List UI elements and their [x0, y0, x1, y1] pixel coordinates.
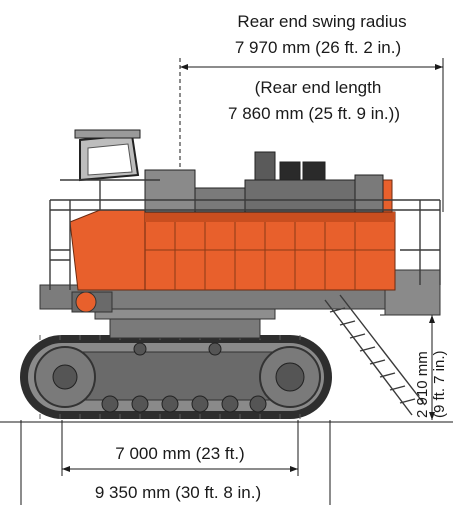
rear-end-length-value: 7 860 mm (25 ft. 9 in.))	[228, 104, 400, 123]
exhaust-stack	[254, 151, 276, 183]
operator-cab	[74, 129, 196, 213]
track-rollers	[101, 342, 267, 413]
front-housing	[69, 209, 146, 291]
overall-length-label: 9 350 mm (30 ft. 8 in.)	[94, 483, 262, 502]
crawler-track	[20, 335, 332, 419]
center-frame	[109, 317, 261, 339]
handrails	[49, 179, 441, 290]
access-stairs	[324, 294, 426, 416]
top-equipment	[194, 151, 384, 213]
pivot-boss	[75, 291, 97, 313]
rear-end-length-label: (Rear end length	[254, 78, 382, 97]
swing-bearing	[94, 304, 276, 339]
rear-swing-radius-label: Rear end swing radius	[237, 12, 407, 31]
rear-swing-radius-value: 7 970 mm (26 ft. 2 in.)	[234, 38, 402, 57]
arrow-heads	[62, 64, 443, 472]
track-side-frame	[69, 351, 281, 401]
cab-window	[87, 143, 133, 176]
height-value-line1: 2 910 mm	[414, 351, 431, 418]
main-housing	[144, 211, 396, 291]
engine-module	[244, 179, 356, 213]
cab-lower	[144, 169, 196, 213]
track-length-label: 7 000 mm (23 ft.)	[115, 444, 245, 463]
height-value-line2: (9 ft. 7 in.)	[431, 350, 448, 418]
machinery-housing	[69, 179, 396, 291]
